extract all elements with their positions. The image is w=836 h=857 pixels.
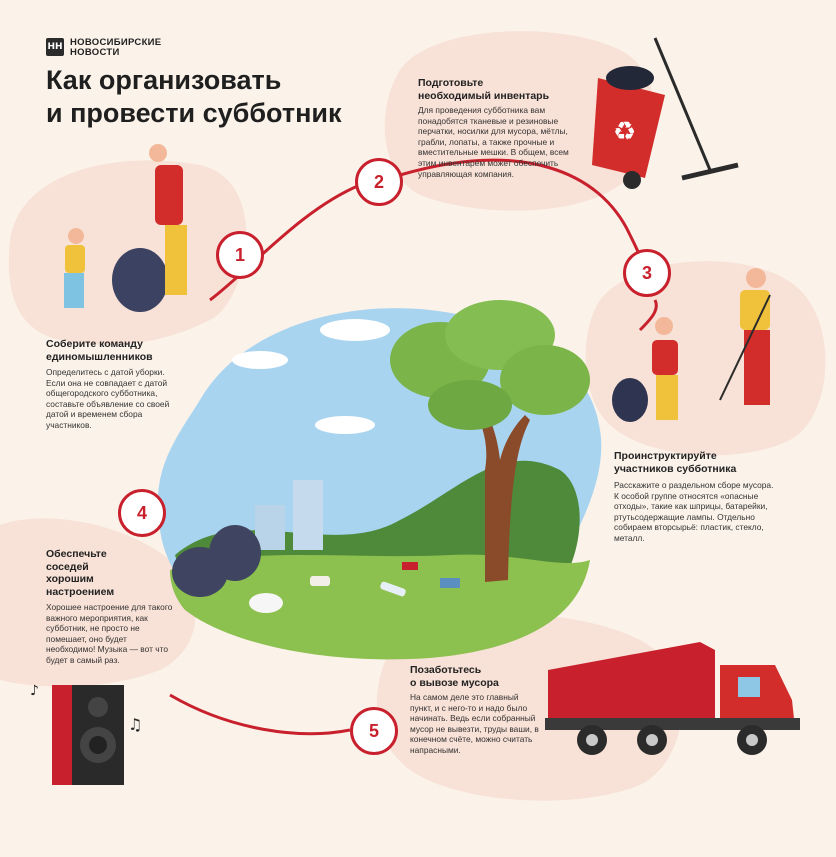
step-1-body: Определитесь с датой уборки. Если она не… xyxy=(46,367,170,430)
step-2-title: Подготовьте необходимый инвентарь xyxy=(418,77,598,102)
trash-bags xyxy=(172,525,261,597)
brand-name-line2: НОВОСТИ xyxy=(70,47,120,58)
speaker: ♪ ♫ xyxy=(30,683,142,785)
blob-step-2 xyxy=(384,31,654,211)
trash-bin-recycle: ♻ xyxy=(592,66,665,189)
step-4-title-line4: настроением xyxy=(46,585,115,598)
page-title-line1: Как организовать xyxy=(46,65,282,95)
step-4-title-line1: Обеспечьте xyxy=(46,548,107,560)
step-3-title: Проинструктируйте участников субботника xyxy=(614,450,784,475)
garbage-truck xyxy=(545,642,800,755)
step-2-number: 2 xyxy=(355,158,403,206)
volunteers-step-1 xyxy=(64,144,187,312)
rake-head xyxy=(681,162,739,181)
brand-logo-icon: НН xyxy=(46,38,64,56)
building-1 xyxy=(255,505,285,550)
step-5-number: 5 xyxy=(350,707,398,755)
brand-name-line1: НОВОСИБИРСКИЕ xyxy=(70,37,162,48)
connector-path xyxy=(139,158,658,736)
step-5-body: На самом деле это главный пункт, и с нег… xyxy=(410,692,539,755)
step-3-number: 3 xyxy=(623,249,671,297)
step-4-title: Обеспечьте соседей хорошим настроением xyxy=(46,548,156,598)
step-5-title-line2: о вывозе мусора xyxy=(410,676,499,689)
step-2-body: Для проведения субботника вам понадобятс… xyxy=(418,105,569,179)
svg-text:♻: ♻ xyxy=(613,117,636,147)
step-3-title-line1: Проинструктируйте xyxy=(614,450,717,462)
blob-step-3 xyxy=(585,261,826,456)
step-1-title-line1: Соберите команду xyxy=(46,338,143,350)
step-3-body: Расскажите о раздельном сборе мусора. К … xyxy=(614,480,774,543)
building-2 xyxy=(293,480,323,550)
page-title: Как организовать и провести субботник xyxy=(46,64,341,130)
step-5-title: Позаботьтесь о вывозе мусора xyxy=(410,664,560,689)
step-4-title-line3: хорошим xyxy=(46,573,94,585)
step-1-title-line2: единомышленников xyxy=(46,350,153,363)
step-1-number: 1 xyxy=(216,231,264,279)
step-2-title-line2: необходимый инвентарь xyxy=(418,89,550,102)
step-3-title-line2: участников субботника xyxy=(614,462,737,475)
step-2-title-line1: Подготовьте xyxy=(418,77,484,89)
step-4-body: Хорошее настроение для такого важного ме… xyxy=(46,602,173,665)
step-4-title-line2: соседей xyxy=(46,560,89,573)
brand-name: НОВОСИБИРСКИЕ НОВОСТИ xyxy=(70,38,161,58)
step-4-number: 4 xyxy=(118,489,166,537)
blob-step-4 xyxy=(0,518,196,687)
svg-text:♫: ♫ xyxy=(128,715,142,734)
svg-text:♪: ♪ xyxy=(30,683,39,699)
tree xyxy=(390,300,590,582)
page-title-line2: и провести субботник xyxy=(46,98,342,128)
litter xyxy=(249,562,460,613)
rake-handle xyxy=(653,37,712,171)
step-5-title-line1: Позаботьтесь xyxy=(410,664,482,676)
volunteers-step-3 xyxy=(612,268,771,422)
step-1-title: Соберите команду единомышленников xyxy=(46,338,206,363)
